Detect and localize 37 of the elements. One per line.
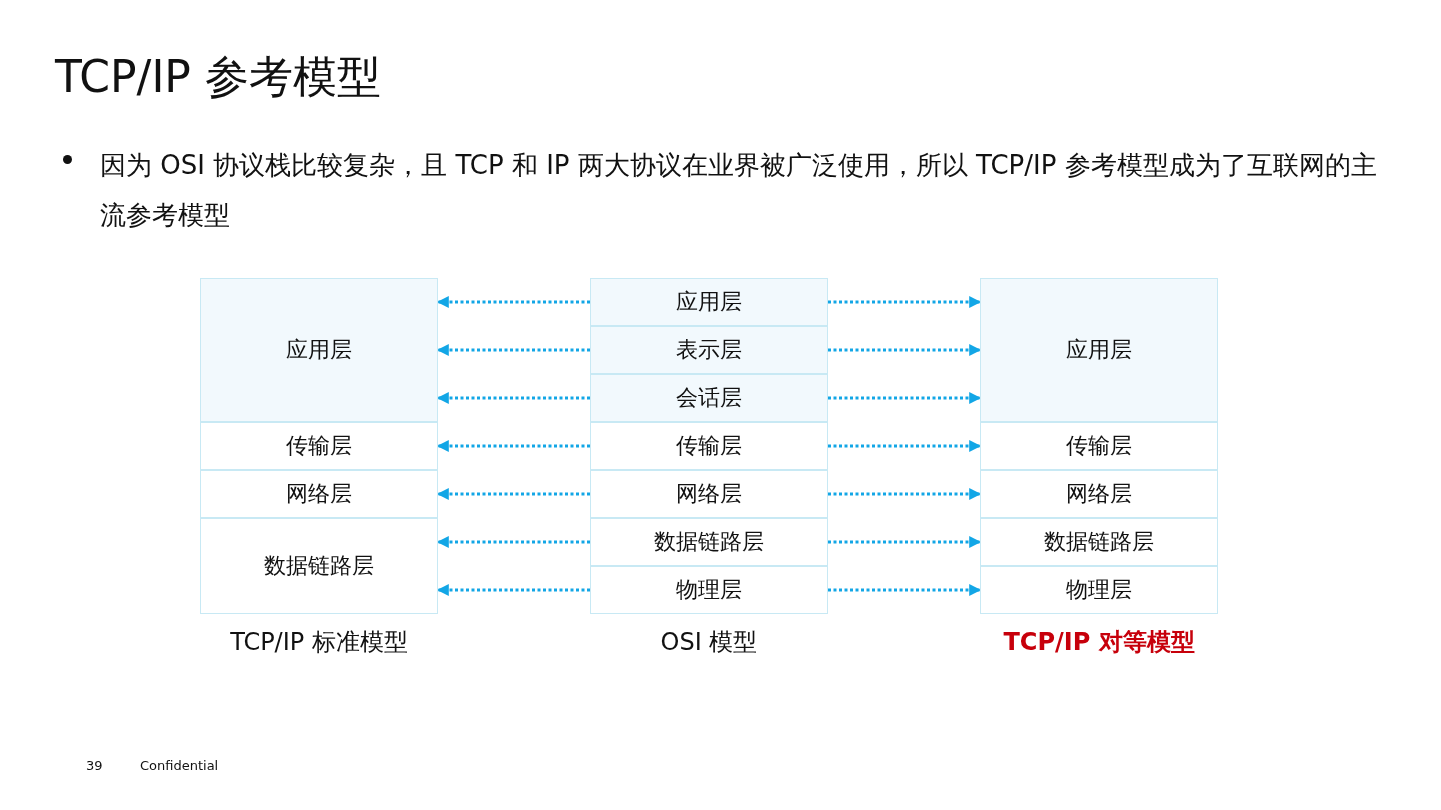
- arrow: [436, 584, 590, 596]
- layer-box: 应用层: [980, 278, 1218, 422]
- layer-box: 表示层: [590, 326, 828, 374]
- arrow: [828, 440, 982, 452]
- arrow: [436, 296, 590, 308]
- stack-caption: TCP/IP 标准模型: [229, 627, 409, 658]
- layer-box: 应用层: [200, 278, 438, 422]
- stack-caption: TCP/IP 对等模型: [1002, 627, 1196, 658]
- layer-box: 数据链路层: [980, 518, 1218, 566]
- layer-box: 数据链路层: [200, 518, 438, 614]
- layer-box: 应用层: [590, 278, 828, 326]
- arrow: [436, 536, 590, 548]
- arrow: [828, 392, 982, 404]
- slide-title: TCP/IP 参考模型: [55, 50, 381, 104]
- layer-box: 数据链路层: [590, 518, 828, 566]
- arrow: [828, 296, 982, 308]
- page-number: 39: [86, 758, 103, 773]
- arrow: [828, 344, 982, 356]
- arrow: [828, 536, 982, 548]
- arrow: [436, 392, 590, 404]
- layer-box: 物理层: [980, 566, 1218, 614]
- layer-box: 传输层: [980, 422, 1218, 470]
- arrow: [828, 488, 982, 500]
- arrow: [436, 488, 590, 500]
- bullet-text: 因为 OSI 协议栈比较复杂，且 TCP 和 IP 两大协议在业界被广泛使用，所以 TCP/IP 参考模型成为了互联网的主流参考模型: [100, 149, 1378, 232]
- layer-box: 传输层: [200, 422, 438, 470]
- layer-box: 会话层: [590, 374, 828, 422]
- layer-box: 网络层: [590, 470, 828, 518]
- layer-box: 物理层: [590, 566, 828, 614]
- layer-box: 传输层: [590, 422, 828, 470]
- stack-caption: OSI 模型: [659, 627, 759, 658]
- layer-box: 网络层: [980, 470, 1218, 518]
- arrow: [436, 440, 590, 452]
- layer-box: 网络层: [200, 470, 438, 518]
- arrow: [828, 584, 982, 596]
- footer-text: Confidential: [140, 758, 219, 773]
- arrow: [436, 344, 590, 356]
